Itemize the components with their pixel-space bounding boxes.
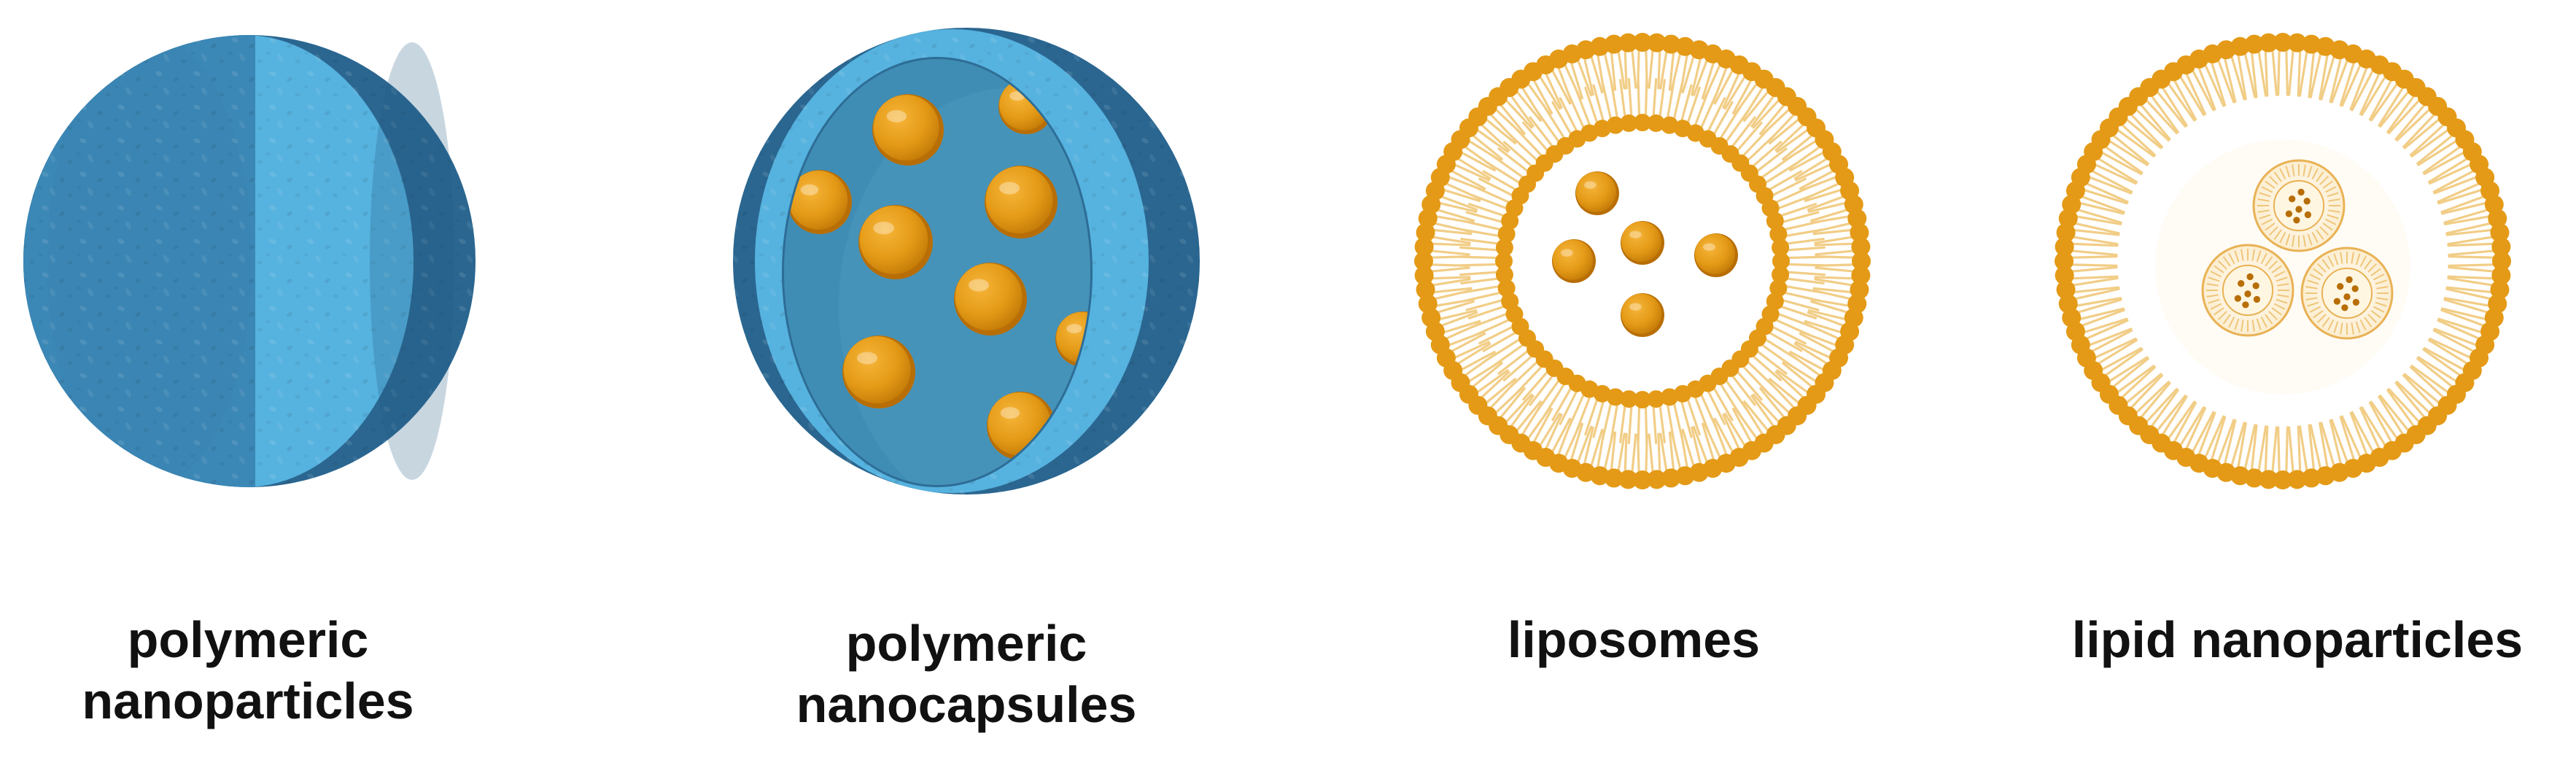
liposome-illustration [1414, 33, 1871, 489]
label-liposomes: liposomes [1507, 611, 1761, 668]
lnp-outer-lipid-layer [2055, 33, 2511, 489]
liposome-cargo [1552, 171, 1738, 337]
drug-sphere-1 [872, 94, 944, 166]
liposome-drug-5 [1621, 293, 1664, 337]
inner-lipid-leaflet [1459, 77, 1826, 445]
liposome-drug-4 [1694, 233, 1738, 277]
outer-lipid-leaflet [1414, 33, 1871, 489]
drug-sphere-6 [954, 263, 1027, 336]
polymeric-nanoparticle-illustration [23, 35, 476, 487]
lnp-nucleic-acid-vesicle-3 [2300, 247, 2394, 340]
liposome-drug-3 [1621, 221, 1664, 265]
drug-sphere-7 [842, 336, 915, 408]
lnp-nucleic-acid-vesicle-2 [2201, 244, 2294, 337]
drug-sphere-4 [858, 205, 933, 279]
liposome-drug-2 [1552, 239, 1596, 283]
label-polymeric-nanoparticles: polymeric nanoparticles [82, 611, 414, 729]
lnp-nucleic-acid-vesicle-1 [2252, 159, 2346, 252]
drug-sphere-3 [788, 170, 852, 234]
drug-sphere-5 [985, 166, 1058, 239]
liposome-drug-1 [1575, 171, 1619, 215]
label-lipid-nanoparticles: lipid nanoparticles [2071, 611, 2523, 668]
polymeric-nanocapsule-illustration [733, 28, 1200, 495]
label-polymeric-nanocapsules: polymeric nanocapsules [796, 615, 1137, 733]
encapsulated-drug-spheres [788, 79, 1090, 460]
lnp-core-cluster [2155, 139, 2410, 395]
lipid-nanoparticle-illustration [2055, 33, 2511, 489]
